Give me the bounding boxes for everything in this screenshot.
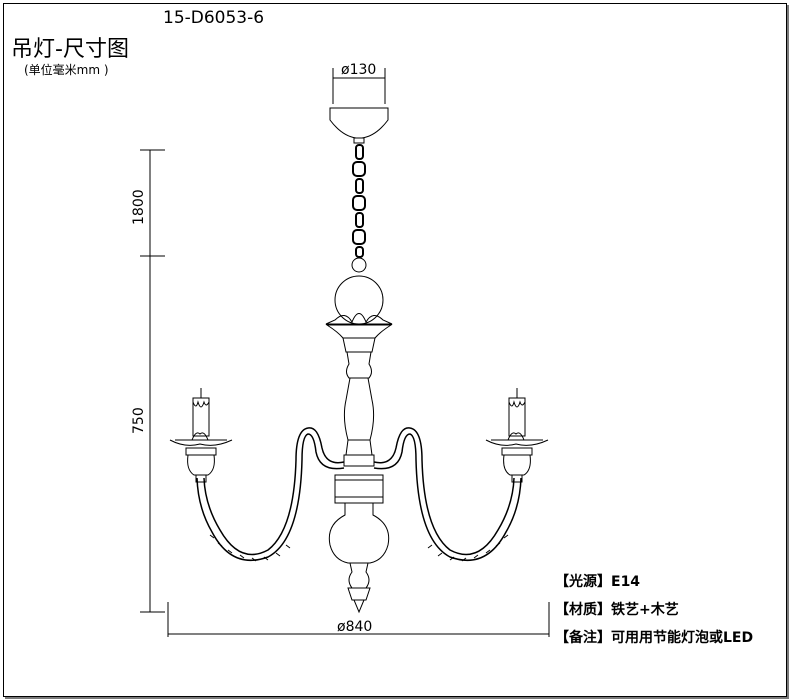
canopy-dimension [332, 68, 386, 104]
overall-diameter-dimension [167, 602, 550, 637]
spec-light-source-value: E14 [611, 574, 641, 590]
spec-material-label: 【材质】 [555, 602, 611, 618]
spec-light-source-label: 【光源】 [555, 574, 611, 590]
chain-length-label: 1800 [131, 189, 147, 225]
spec-remark-value: 可用用节能灯泡或LED [611, 630, 754, 646]
canopy [329, 107, 389, 144]
height-dimensions [140, 149, 165, 613]
model-code: 15-D6053-6 [163, 8, 265, 28]
unit-note: (单位毫米mm ) [24, 63, 109, 77]
right-candle-holder [485, 388, 549, 483]
spec-material: 【材质】铁艺+木艺 [555, 599, 679, 619]
spec-remark-label: 【备注】 [555, 630, 611, 646]
body-height-label: 750 [131, 407, 147, 434]
drawing-title: 吊灯-尺寸图 [11, 37, 129, 62]
left-candle-holder [169, 388, 233, 483]
center-column [325, 324, 393, 614]
spec-light-source: 【光源】E14 [555, 571, 640, 591]
top-ball [325, 257, 393, 325]
chain [352, 144, 366, 258]
overall-diameter-label: ø840 [337, 619, 372, 635]
left-arm [196, 427, 345, 562]
spec-remark: 【备注】可用用节能灯泡或LED [555, 627, 753, 647]
right-arm [373, 427, 522, 562]
drawing-frame [3, 3, 787, 697]
spec-material-value: 铁艺+木艺 [611, 602, 679, 618]
canopy-diameter-label: ø130 [341, 62, 376, 78]
